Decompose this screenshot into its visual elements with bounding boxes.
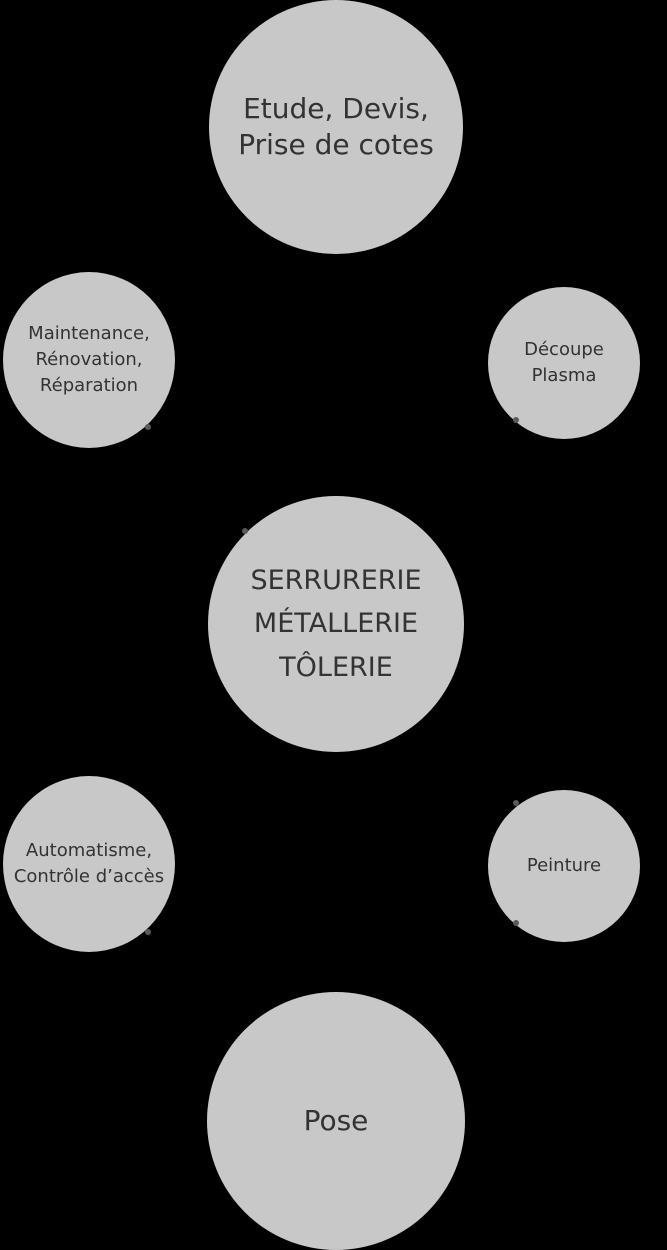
node-peinture: Peinture (488, 790, 640, 942)
node-pose: Pose (207, 992, 465, 1250)
edge-mark (513, 417, 519, 423)
node-label-line: Peinture (526, 854, 602, 876)
edge-mark (513, 800, 519, 806)
node-maintenance: Maintenance, Rénovation, Réparation (3, 272, 175, 448)
node-decoupe-plasma: Découpe Plasma (488, 287, 640, 439)
node-label: Pose (304, 1103, 369, 1139)
node-label-line: Plasma (531, 365, 597, 386)
node-serrurerie-center: SERRURERIE MÉTALLERIE TÔLERIE (208, 496, 464, 752)
node-label: Peinture (527, 853, 601, 879)
edge-mark (242, 528, 248, 534)
node-label: Découpe Plasma (524, 337, 604, 389)
node-etude-devis: Etude, Devis, Prise de cotes (209, 0, 463, 254)
node-label: SERRURERIE MÉTALLERIE TÔLERIE (250, 559, 421, 689)
node-label-line: Rénovation, (35, 348, 143, 370)
node-label: Automatisme, Contrôle d’accès (14, 838, 164, 890)
edge-mark (145, 929, 151, 935)
node-label-line: Automatisme, (25, 839, 153, 861)
node-label-line: Contrôle d’accès (13, 866, 165, 887)
node-label-line: SERRURERIE (250, 565, 422, 597)
node-label-line: Découpe (524, 338, 604, 360)
node-label-line: TÔLERIE (279, 651, 393, 683)
node-label: Maintenance, Rénovation, Réparation (28, 321, 150, 399)
node-label-line: Etude, Devis, (243, 91, 429, 125)
node-label: Etude, Devis, Prise de cotes (238, 91, 434, 164)
node-label-line: Pose (303, 1103, 369, 1137)
node-label-line: Maintenance, (28, 322, 150, 344)
node-label-line: Prise de cotes (238, 128, 434, 161)
node-label-line: Réparation (39, 375, 139, 397)
edge-mark (145, 424, 151, 430)
node-label-line: MÉTALLERIE (253, 608, 419, 640)
edge-mark (513, 920, 519, 926)
node-automatisme: Automatisme, Contrôle d’accès (3, 776, 175, 952)
